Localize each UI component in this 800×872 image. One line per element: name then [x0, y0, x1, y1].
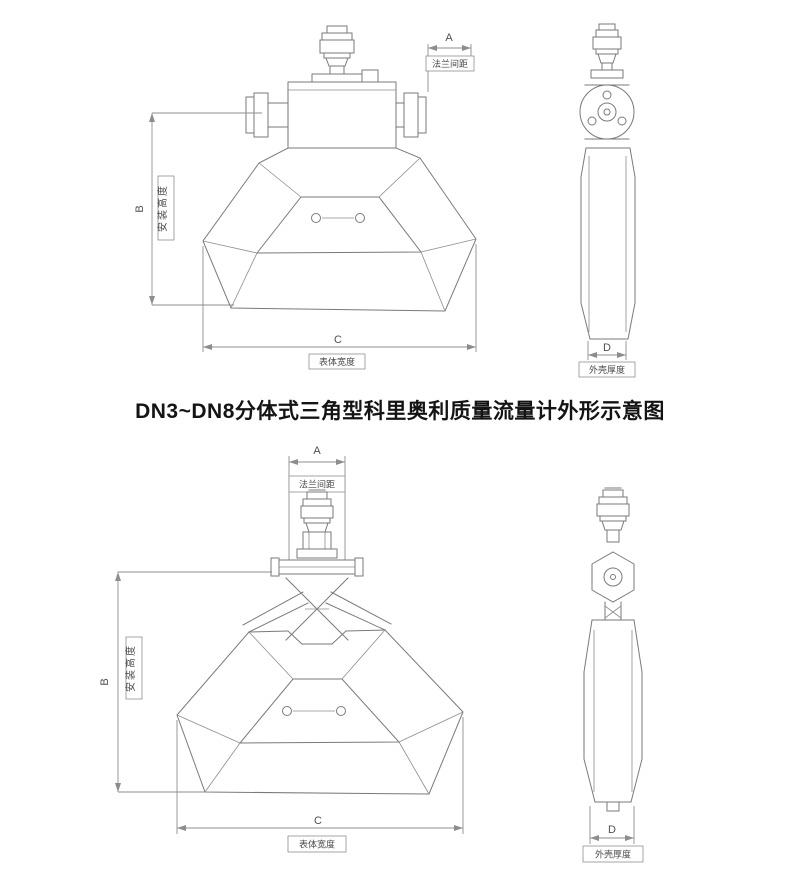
dim-a-desc: 法兰间距 [299, 479, 335, 490]
dim-a-desc: 法兰间距 [432, 58, 468, 69]
bottom-figure: A 法兰间距 [99, 445, 644, 863]
triangular-body [202, 147, 477, 312]
front-view: A 法兰间距 B 安装高度 C 表体宽度 [134, 25, 477, 370]
dim-d-letter: D [608, 824, 616, 836]
side-flange [579, 84, 635, 140]
dim-c-letter: C [334, 334, 342, 346]
dimension-a: A 法兰间距 [425, 32, 475, 92]
figure-caption: DN3~DN8分体式三角型科里奥利质量流量计外形示意图 [135, 400, 665, 423]
dim-a-letter: A [445, 32, 453, 44]
dim-d-desc: 外壳厚度 [595, 849, 631, 860]
flow-tube-crossing [242, 577, 392, 641]
side-hex-flange [591, 551, 635, 603]
dim-d-letter: D [603, 342, 611, 354]
dimension-d: D 外壳厚度 [582, 806, 644, 863]
dimension-a: A 法兰间距 [288, 445, 346, 560]
triangular-body [176, 629, 464, 795]
dim-c-desc: 表体宽度 [299, 839, 335, 850]
dim-b-desc: 安装高度 [156, 184, 169, 232]
front-view: A 法兰间距 [99, 445, 464, 853]
dimension-c: C 表体宽度 [202, 244, 477, 370]
side-body [583, 619, 643, 812]
dim-b-letter: B [99, 678, 111, 685]
side-view: D 外壳厚度 [578, 23, 636, 378]
flange-bar [270, 557, 364, 577]
dim-d-desc: 外壳厚度 [589, 364, 625, 375]
top-figure: A 法兰间距 B 安装高度 C 表体宽度 [134, 23, 636, 378]
dim-b-letter: B [134, 205, 146, 212]
dimension-d: D 外壳厚度 [578, 341, 636, 378]
dimension-b: B 安装高度 [134, 112, 262, 306]
side-transmitter-connector [596, 487, 630, 543]
side-transmitter-connector [590, 23, 624, 79]
dimension-c: C 表体宽度 [176, 717, 464, 853]
side-neck [604, 601, 622, 621]
dimension-b: B 安装高度 [99, 571, 272, 793]
sensor-housing [245, 81, 427, 149]
transmitter-connector [296, 489, 338, 559]
dim-a-letter: A [313, 445, 321, 457]
side-body [580, 147, 636, 340]
dim-c-letter: C [314, 815, 322, 827]
side-view: D 外壳厚度 [582, 487, 644, 863]
transmitter-connector [311, 25, 379, 83]
dim-b-desc: 安装高度 [124, 644, 137, 692]
dim-c-desc: 表体宽度 [319, 356, 355, 367]
